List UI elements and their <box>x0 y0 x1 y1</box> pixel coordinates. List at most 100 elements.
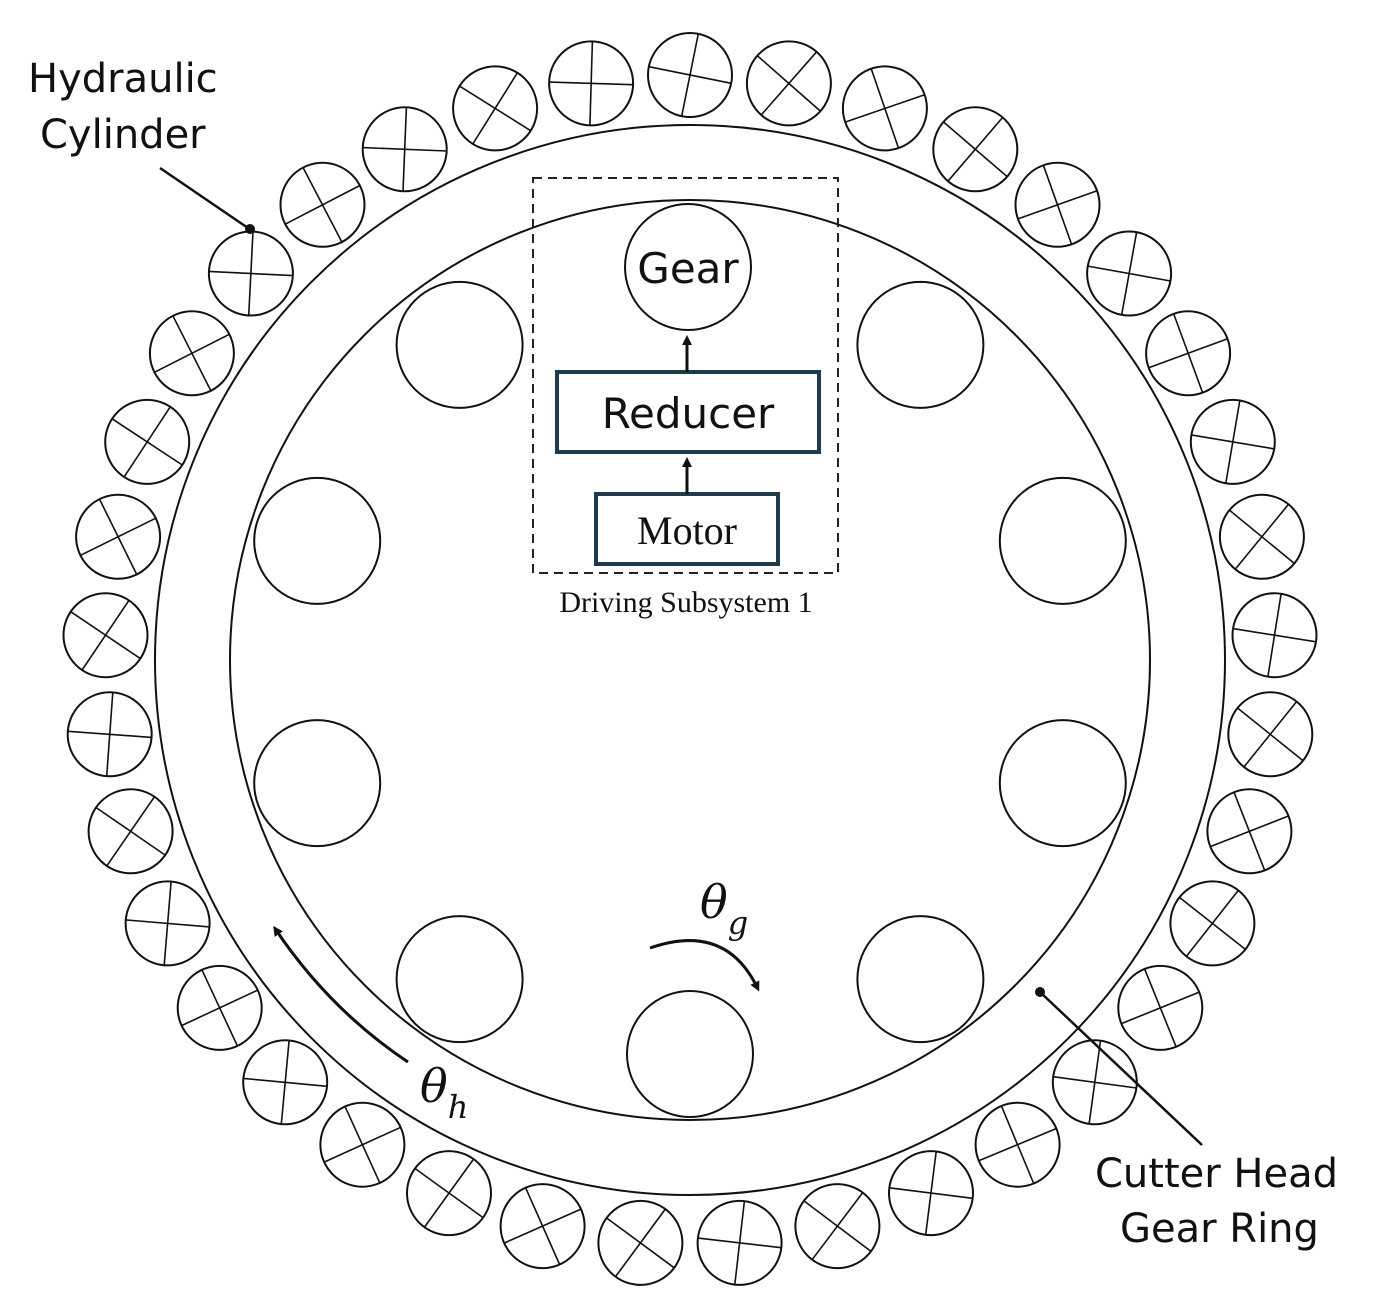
gear-ring-label-line1: Cutter Head <box>1095 1151 1338 1197</box>
hydraulic-cylinder-cross-line <box>208 270 293 277</box>
hydraulic-cylinder <box>176 964 263 1051</box>
hydraulic-cylinder <box>1218 493 1305 580</box>
gear-ring-label-line2: Gear Ring <box>1120 1206 1319 1252</box>
hydraulic-cylinder-cross-line <box>362 146 447 152</box>
hydraulic-cylinder <box>1189 398 1276 485</box>
hydraulic-cylinder <box>1086 230 1173 317</box>
driving-gear <box>253 719 382 848</box>
hydraulic-cylinder <box>1206 788 1293 875</box>
hydraulic-cylinder-cross-line <box>1234 503 1290 570</box>
motor-label: Motor <box>637 508 737 553</box>
hydraulic-cylinder-label-line1: Hydraulic <box>28 56 218 102</box>
driving-gear <box>998 476 1127 605</box>
driving-gear <box>856 915 985 1044</box>
hydraulic-cylinder <box>1014 161 1101 248</box>
hydraulic-cylinder <box>1231 592 1318 679</box>
hydraulic-cylinder <box>794 1183 881 1270</box>
hydraulic-cylinder-cross-line <box>870 68 900 149</box>
hydraulic-cylinder <box>66 691 153 778</box>
hydraulic-cylinder-cross-line <box>1053 1075 1137 1089</box>
reducer-box <box>555 370 821 454</box>
driving-subsystem-box <box>532 177 839 574</box>
hydraulic-cylinder-cross-line <box>697 1237 782 1249</box>
hydraulic-cylinder <box>279 161 366 248</box>
hydraulic-cylinder-pointer <box>159 166 249 230</box>
hydraulic-cylinder <box>745 40 832 127</box>
hydraulic-cylinder-cross-line <box>756 55 821 112</box>
driving-gear <box>395 280 524 409</box>
hydraulic-cylinder-cross-line <box>80 517 157 557</box>
hydraulic-cylinder-cross-line <box>106 796 156 867</box>
driving-subsystem-label: Driving Subsystem 1 <box>559 586 812 619</box>
gear-ring-pointer <box>1039 991 1203 1146</box>
driving-gear <box>998 719 1127 848</box>
theta-g-subscript: g <box>728 904 748 942</box>
hydraulic-cylinder <box>974 1101 1061 1188</box>
hydraulic-cylinder-cross-line <box>889 1187 973 1200</box>
hydraulic-cylinder-cross-line <box>1172 313 1204 393</box>
hydraulic-cylinder <box>1117 964 1204 1051</box>
hydraulic-cylinder <box>75 493 162 580</box>
hydraulic-cylinder-cross-line <box>1210 815 1289 848</box>
theta-h-symbol: θ <box>420 1059 448 1113</box>
hydraulic-cylinder <box>361 106 448 193</box>
theta-g-label: θg <box>700 875 748 942</box>
hydraulic-cylinder <box>148 310 235 397</box>
hydraulic-cylinder-cross-line <box>549 81 634 86</box>
driving-gear <box>626 990 754 1118</box>
hydraulic-cylinder-cross-line <box>1267 593 1282 677</box>
hydraulic-cylinder-ring <box>62 32 1318 1286</box>
hydraulic-cylinder-cross-line <box>648 65 732 85</box>
driving-gear <box>395 915 524 1044</box>
hydraulic-cylinder <box>597 1199 684 1286</box>
hydraulic-cylinder-cross-line <box>459 85 532 132</box>
hydraulic-cylinder-cross-line <box>105 692 114 777</box>
theta-h-rotation-arrow <box>273 925 409 1064</box>
hydraulic-cylinder-cross-line <box>123 406 171 478</box>
hydraulic-cylinder <box>62 592 149 679</box>
hydraulic-cylinder <box>888 1150 974 1237</box>
hydraulic-cylinder <box>647 32 733 118</box>
hydraulic-cylinder-cross-line <box>1185 889 1239 957</box>
hydraulic-cylinder <box>104 398 191 485</box>
gear-ring-outer-circle <box>154 124 1226 1196</box>
theta-h-subscript: h <box>448 1088 469 1126</box>
driving-gear <box>856 280 985 409</box>
driving-gear <box>253 476 382 605</box>
hydraulic-cylinder-cross-line <box>201 969 239 1047</box>
hydraulic-cylinder <box>499 1183 586 1270</box>
hydraulic-cylinder <box>124 880 211 967</box>
hydraulic-cylinder <box>87 788 174 875</box>
hydraulic-cylinder <box>696 1199 783 1286</box>
hydraulic-cylinder <box>1145 310 1232 397</box>
hydraulic-cylinder-cross-line <box>524 1187 561 1265</box>
hydraulic-cylinder-cross-line <box>606 1217 675 1269</box>
subsystem-gear-circle <box>624 203 752 331</box>
motor-box <box>594 492 780 566</box>
gear-ring-inner-circle <box>229 199 1151 1121</box>
hydraulic-cylinder-label-line2: Cylinder <box>40 112 206 158</box>
hydraulic-cylinder <box>1169 880 1256 967</box>
hydraulic-cylinder-pointer-dot <box>245 224 255 234</box>
hydraulic-cylinder <box>841 65 928 152</box>
hydraulic-cylinder-cross-line <box>1120 232 1138 315</box>
reducer-label: Reducer <box>602 389 775 438</box>
hydraulic-cylinder-cross-line <box>942 121 1008 178</box>
theta-h-label: θh <box>420 1059 468 1126</box>
hydraulic-cylinder-cross-line <box>414 1167 484 1219</box>
hydraulic-cylinder-cross-line <box>1243 701 1298 768</box>
hydraulic-cylinder <box>242 1039 329 1126</box>
hydraulic-cylinder-cross-line <box>81 599 130 671</box>
hydraulic-cylinder-cross-line <box>978 1127 1057 1162</box>
hydraulic-cylinder-cross-line <box>1225 400 1241 484</box>
theta-g-symbol: θ <box>700 875 728 929</box>
hydraulic-cylinder <box>319 1101 406 1188</box>
hydraulic-cylinder <box>1227 691 1314 778</box>
hydraulic-cylinder-cross-line <box>280 1040 290 1125</box>
hydraulic-cylinder <box>1051 1039 1138 1126</box>
hydraulic-cylinder <box>548 40 635 127</box>
hydraulic-cylinder-cross-line <box>284 184 361 225</box>
gear-label: Gear <box>637 244 739 293</box>
hydraulic-cylinder <box>932 106 1019 193</box>
driving-gears <box>253 280 1127 1118</box>
